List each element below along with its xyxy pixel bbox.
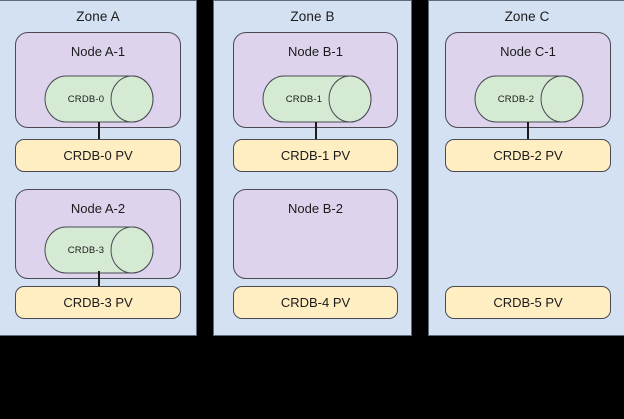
node-label-a1: Node A-1	[70, 44, 126, 59]
crdb-pod-cylinder-0: CRDB-0	[44, 75, 154, 123]
pv-box-crdb-1: CRDB-1 PV	[233, 139, 398, 172]
node-box-b2: Node B-2	[233, 189, 398, 279]
pv-label-crdb-3: CRDB-3 PV	[63, 295, 133, 310]
pv-box-crdb-0: CRDB-0 PV	[15, 139, 181, 172]
connector-a1-pv0	[98, 122, 100, 140]
pv-label-crdb-0: CRDB-0 PV	[63, 148, 133, 163]
zone-panel-a: Zone A Node A-1 CRDB-0 CRDB-0 PV Node A-…	[0, 0, 197, 336]
crdb-pod-cylinder-1: CRDB-1	[262, 75, 372, 123]
connector-b1-pv1	[315, 122, 317, 140]
node-box-a2: Node A-2 CRDB-3	[15, 189, 181, 279]
connector-c1-pv2	[527, 122, 529, 140]
zone-title-b: Zone B	[290, 9, 335, 24]
node-label-b2: Node B-2	[288, 201, 343, 216]
zone-title-c: Zone C	[504, 9, 550, 24]
node-box-b1: Node B-1 CRDB-1	[233, 32, 398, 128]
pv-box-crdb-2: CRDB-2 PV	[445, 139, 611, 172]
crdb-pod-label-0: CRDB-0	[67, 93, 105, 105]
pv-label-crdb-5: CRDB-5 PV	[493, 295, 563, 310]
pv-box-crdb-3: CRDB-3 PV	[15, 286, 181, 319]
pv-label-crdb-2: CRDB-2 PV	[493, 148, 563, 163]
pv-box-crdb-4: CRDB-4 PV	[233, 286, 398, 319]
zone-title-a: Zone A	[76, 9, 120, 24]
crdb-pod-label-3: CRDB-3	[67, 244, 105, 256]
pv-label-crdb-1: CRDB-1 PV	[280, 148, 351, 163]
node-box-a1: Node A-1 CRDB-0	[15, 32, 181, 128]
node-label-b1: Node B-1	[288, 44, 343, 59]
connector-a2-pv3	[98, 271, 100, 287]
crdb-pod-cylinder-3: CRDB-3	[44, 226, 154, 274]
crdb-pod-label-1: CRDB-1	[285, 93, 323, 105]
zone-panel-b: Zone B Node B-1 CRDB-1 CRDB-1 PV Node B-…	[213, 0, 412, 336]
crdb-pod-cylinder-2: CRDB-2	[474, 75, 584, 123]
pv-label-crdb-4: CRDB-4 PV	[280, 295, 351, 310]
zone-panel-c: Zone C Node C-1 CRDB-2 CRDB-2 PV CRDB-5 …	[428, 0, 624, 336]
node-label-c1: Node C-1	[500, 44, 556, 59]
pv-box-crdb-5: CRDB-5 PV	[445, 286, 611, 319]
crdb-pod-label-2: CRDB-2	[497, 93, 535, 105]
node-box-c1: Node C-1 CRDB-2	[445, 32, 611, 128]
node-label-a2: Node A-2	[70, 201, 126, 216]
